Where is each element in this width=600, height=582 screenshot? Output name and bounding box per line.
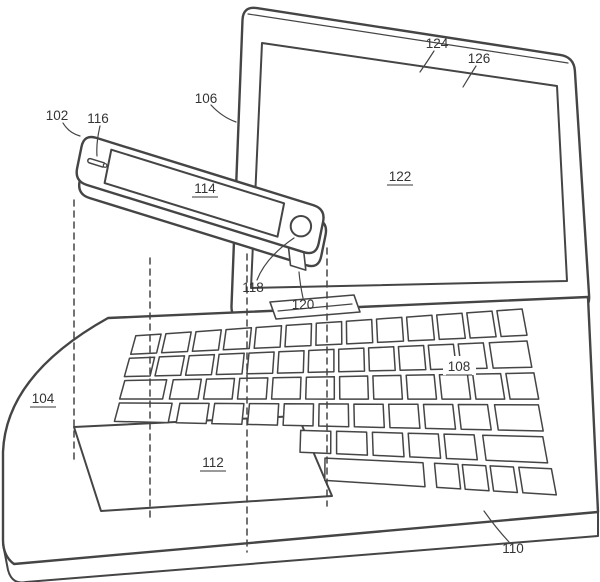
keyboard-key <box>387 403 421 430</box>
keyboard-key <box>324 457 426 488</box>
keyboard-key <box>123 356 156 378</box>
ref-label-108: 108 <box>448 359 471 374</box>
label-backplate-108 <box>443 356 476 375</box>
keyboard-key <box>246 402 280 426</box>
keyboard-key <box>353 403 386 429</box>
keyboard-key <box>215 352 245 376</box>
keyboard-key <box>505 372 540 400</box>
keyboard-key <box>375 316 405 344</box>
keyboard-key <box>202 377 236 400</box>
reference-labels: 102 116 106 124 126 122 114 118 120 104 … <box>32 36 524 556</box>
keyboard-key <box>211 402 245 426</box>
keyboard-key <box>367 346 396 372</box>
keyboard-key <box>488 340 533 369</box>
keyboard-key <box>438 373 472 400</box>
ref-label-126: 126 <box>468 51 491 66</box>
keyboard-key <box>371 431 405 458</box>
keyboard-key <box>276 349 305 374</box>
keyboard-key <box>405 314 436 342</box>
keyboard-key <box>168 378 203 400</box>
home-button <box>289 215 313 238</box>
keyboard-key <box>422 403 457 430</box>
phone-body <box>75 135 325 255</box>
ref-label-120: 120 <box>292 297 315 312</box>
keyboard-key <box>175 402 210 425</box>
keyboard-key <box>489 465 519 494</box>
keyboard-key <box>496 308 528 338</box>
keyboard-key <box>493 403 544 432</box>
keyboard-key <box>236 377 269 400</box>
keyboard-key <box>481 434 549 464</box>
ref-label-122: 122 <box>389 169 412 184</box>
keyboard-key <box>433 462 462 490</box>
keyboard-key <box>337 347 366 373</box>
keyboard-key <box>345 318 374 345</box>
keyboard-key <box>113 402 173 424</box>
ref-label-114: 114 <box>194 181 216 196</box>
leader-line-110 <box>483 510 510 543</box>
keyboard-key <box>253 324 283 350</box>
keyboard-key <box>270 376 302 400</box>
ref-label-104: 104 <box>32 391 55 406</box>
leader-line-106 <box>210 104 237 123</box>
keyboard-key <box>129 333 162 355</box>
laptop-lid <box>230 6 591 321</box>
phone-screen <box>103 148 286 238</box>
ref-label-116: 116 <box>87 111 109 126</box>
keyboard-key <box>160 331 192 354</box>
leader-line-118 <box>256 237 295 281</box>
ref-label-112: 112 <box>202 455 224 470</box>
dock-connector-slot-line <box>277 303 353 312</box>
keyboard-key <box>299 429 332 455</box>
leader-line-120 <box>298 271 304 299</box>
ref-label-102: 102 <box>46 108 69 123</box>
keyboard-key <box>466 310 497 339</box>
lid-top-rim-line <box>247 13 569 64</box>
leader-lines <box>62 50 510 543</box>
keyboard-key <box>518 466 558 496</box>
ref-label-110: 110 <box>502 541 524 556</box>
keyboard-key <box>191 329 223 353</box>
keyboard-key <box>435 312 467 341</box>
leader-line-124 <box>419 50 435 73</box>
ref-label-118: 118 <box>242 280 264 295</box>
projection-lines <box>73 199 328 553</box>
keyboard-key <box>154 355 186 377</box>
keyboard-key <box>304 375 336 400</box>
keyboard-key <box>246 351 275 375</box>
keyboard-key <box>338 375 370 400</box>
keyboard-key <box>282 403 315 427</box>
ref-label-106: 106 <box>195 91 218 106</box>
keyboard-key <box>457 403 492 431</box>
keyboard-key <box>315 320 343 347</box>
leader-line-126 <box>462 65 477 88</box>
keyboard-key <box>335 430 369 456</box>
keyboard-key <box>222 327 253 351</box>
ref-label-124: 124 <box>426 36 449 51</box>
base-front-skirt <box>2 511 599 582</box>
front-camera-dot <box>102 163 108 168</box>
keyboard-key <box>307 348 335 374</box>
leader-line-102 <box>62 122 81 137</box>
keyboard-key <box>118 379 168 400</box>
keyboard-key <box>284 322 313 348</box>
leader-line-116 <box>96 125 101 157</box>
keyboard-key <box>397 344 427 371</box>
keyboard-key <box>407 432 442 459</box>
label-underlines <box>30 184 472 472</box>
keyboard-key <box>317 403 350 428</box>
keyboard-key <box>461 463 490 492</box>
keyboard-key <box>372 374 404 400</box>
keyboard-key <box>443 433 479 461</box>
keyboard-key <box>471 372 506 400</box>
keyboard-key <box>184 353 216 376</box>
keyboard-key <box>405 374 438 400</box>
